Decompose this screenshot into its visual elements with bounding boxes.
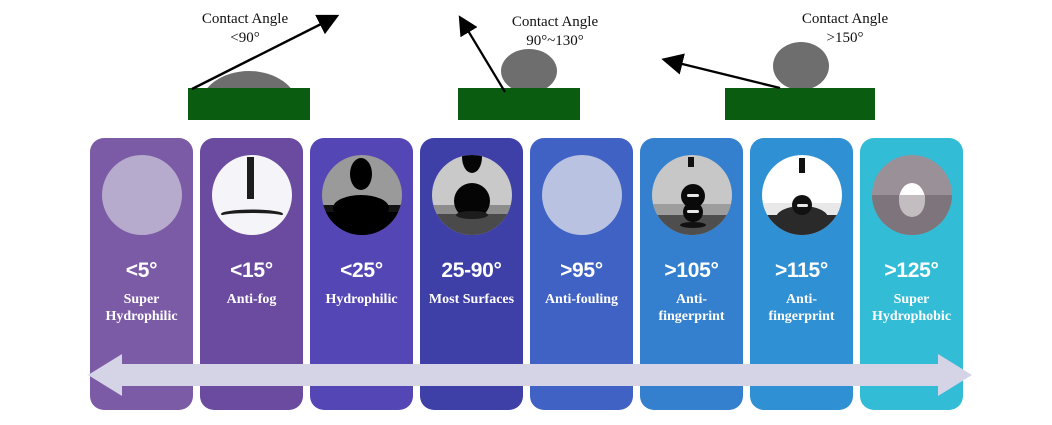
diagram-caption-low: Contact Angle <90° xyxy=(165,10,325,48)
card-property-label: Anti-fog xyxy=(226,292,277,307)
wettability-card[interactable]: 25-90° Most Surfaces xyxy=(420,138,523,410)
contact-angle-diagram-high: Contact Angle >150° xyxy=(650,0,910,130)
wettability-card[interactable]: <15° Anti-fog xyxy=(200,138,303,410)
wettability-card[interactable]: >105° Anti- fingerprint xyxy=(640,138,743,410)
card-angle-value: 25-90° xyxy=(441,259,502,282)
droplet-bead-reflection-icon xyxy=(651,155,732,235)
droplet-sphere-bright-icon xyxy=(871,155,952,235)
wettability-card[interactable]: >95° Anti-fouling xyxy=(530,138,633,410)
card-property-label: Anti-fouling xyxy=(544,292,619,307)
droplet-shape-mid xyxy=(501,49,557,93)
diagram-caption-title: Contact Angle xyxy=(201,11,289,27)
droplet-fully-spread-icon xyxy=(101,155,182,235)
diagram-caption-value: 90°~130° xyxy=(526,32,584,49)
diagram-caption-mid: Contact Angle 90°~130° xyxy=(475,13,635,51)
droplet-thin-film-icon xyxy=(211,155,292,235)
card-property-label: Super Hydrophobic xyxy=(871,292,952,324)
card-property-label: Anti- fingerprint xyxy=(768,292,835,324)
card-angle-value: >115° xyxy=(774,259,829,282)
droplet-small-bead-icon xyxy=(761,155,842,235)
diagram-caption-title: Contact Angle xyxy=(801,11,889,27)
card-property-label: Super Hydrophilic xyxy=(105,292,178,324)
diagram-caption-value: <90° xyxy=(230,29,260,46)
wettability-card[interactable]: >115° Anti- fingerprint xyxy=(750,138,853,410)
card-angle-value: >125° xyxy=(884,259,939,282)
contact-angle-diagram-low: Contact Angle <90° xyxy=(160,0,390,130)
wettability-card[interactable]: <25° Hydrophilic xyxy=(310,138,413,410)
diagram-caption-high: Contact Angle >150° xyxy=(765,10,925,48)
card-angle-value: <15° xyxy=(230,259,273,282)
droplet-plain-disc-icon xyxy=(541,155,622,235)
wettability-card[interactable]: <5° Super Hydrophilic xyxy=(90,138,193,410)
card-property-label: Most Surfaces xyxy=(428,292,515,307)
contact-angle-diagram-mid: Contact Angle 90°~130° xyxy=(430,0,660,130)
wettability-card[interactable]: >125° Super Hydrophobic xyxy=(860,138,963,410)
diagram-caption-title: Contact Angle xyxy=(511,14,599,30)
card-angle-value: <5° xyxy=(125,259,158,282)
wettability-card-strip: <5° Super Hydrophilic <15° Anti-fog <25° Hy… xyxy=(90,138,970,410)
droplet-shape-high xyxy=(773,42,829,90)
droplet-low-dome-icon xyxy=(321,155,402,235)
card-property-label: Anti- fingerprint xyxy=(658,292,725,324)
contact-angle-diagrams: Contact Angle <90° Contact Angle 90°~130… xyxy=(0,0,1052,130)
card-angle-value: <25° xyxy=(340,259,383,282)
substrate-surface-high xyxy=(725,88,875,120)
droplet-hemisphere-icon xyxy=(431,155,512,235)
substrate-surface-mid xyxy=(458,88,580,120)
card-angle-value: >105° xyxy=(664,259,719,282)
card-property-label: Hydrophilic xyxy=(325,292,398,307)
diagram-caption-value: >150° xyxy=(826,29,864,46)
substrate-surface-low xyxy=(188,88,310,120)
card-angle-value: >95° xyxy=(560,259,603,282)
